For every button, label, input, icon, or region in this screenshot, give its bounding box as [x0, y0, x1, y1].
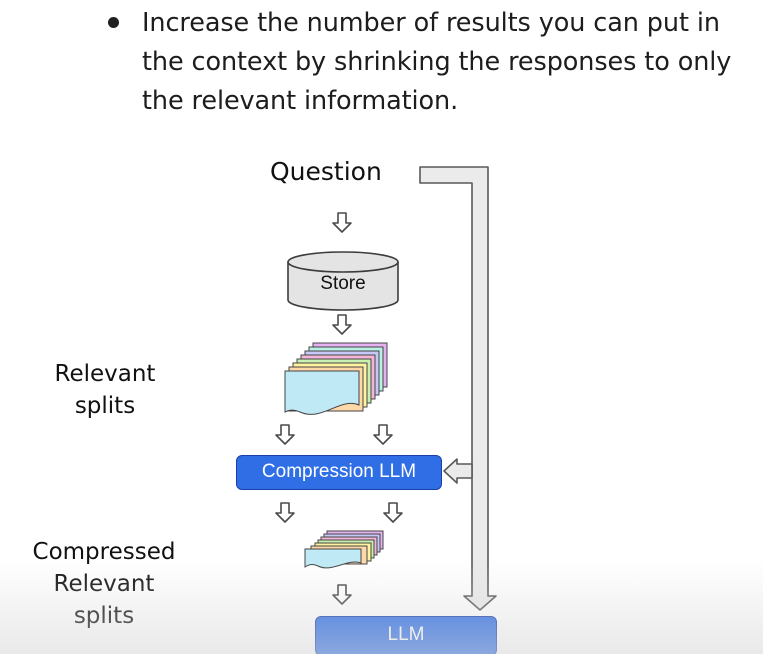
bullet-text: Increase the number of results you can p… [142, 4, 760, 121]
bullet-dot [108, 17, 119, 28]
bullet-line-2: the context by shrinking the responses t… [142, 47, 732, 77]
compressed-splits-label-line-1: Compressed [32, 539, 176, 565]
compressed-splits-label: Compressed Relevant splits [14, 536, 194, 632]
store-cylinder [287, 251, 399, 311]
relevant-splits-label-line-1: Relevant [54, 361, 156, 387]
compressed-splits-label-line-3: splits [73, 603, 135, 629]
down-arrow-question-to-store [332, 212, 352, 233]
down-arrow-splits-left [275, 424, 295, 445]
bullet-line-1: Increase the number of results you can p… [142, 8, 720, 38]
down-arrow-store-to-splits [332, 314, 352, 335]
store-label: Store [320, 273, 366, 294]
relevant-splits-docs [284, 342, 388, 415]
relevant-splits-label: Relevant splits [40, 358, 170, 422]
question-label: Question [270, 157, 382, 186]
compressed-splits-docs [304, 530, 384, 569]
bullet-line-3: the relevant information. [142, 86, 459, 116]
down-arrow-splits-right [373, 424, 393, 445]
down-arrow-compressed-to-llm [332, 584, 352, 605]
bypass-arrow [419, 166, 497, 611]
down-arrow-compression-left [275, 502, 295, 523]
relevant-splits-label-line-2: splits [74, 393, 136, 419]
down-arrow-compression-right [383, 502, 403, 523]
compressed-splits-label-line-2: Relevant [53, 571, 155, 597]
bypass-branch-arrow [443, 458, 473, 484]
compression-llm-box: Compression LLM [236, 455, 442, 490]
final-llm-box: LLM [315, 616, 497, 654]
